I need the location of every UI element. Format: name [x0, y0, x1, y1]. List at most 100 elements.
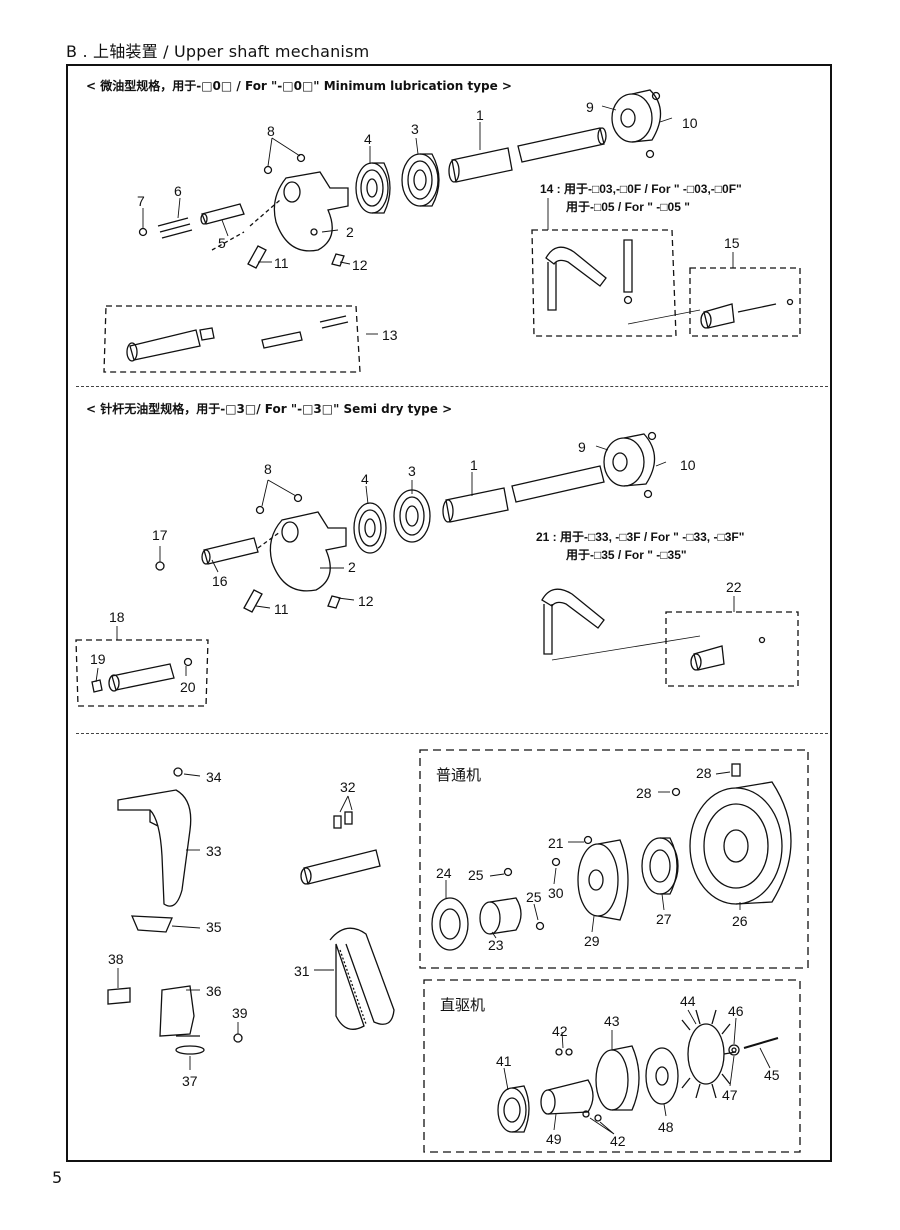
section-title-direct-drive: 直驱机 — [440, 996, 485, 1014]
part-label: 26 — [732, 913, 748, 929]
part-label: 32 — [340, 779, 356, 795]
note-part-21-line1: 21 : 用于-□33, -□3F / For " -□33, -□3F" — [536, 530, 744, 544]
assembly-group-14 — [531, 229, 677, 337]
shaft-part-32 — [300, 811, 381, 885]
disc-part-48 — [645, 1047, 679, 1105]
part-label: 21 — [548, 835, 564, 851]
part-label: 16 — [212, 573, 228, 589]
part-label: 24 — [436, 865, 452, 881]
crank-part-2 — [269, 511, 347, 592]
screw-part-28 — [671, 787, 681, 797]
part-label: 15 — [724, 235, 740, 251]
screw-part-25 — [535, 921, 545, 931]
collar-part-9 — [603, 431, 657, 499]
collar-part-9 — [611, 89, 662, 159]
part-label: 25 — [526, 889, 542, 905]
part-label: 28 — [696, 765, 712, 781]
screw-part-17 — [155, 561, 165, 571]
page-title: B . 上轴装置 / Upper shaft mechanism — [66, 42, 370, 61]
direct-drive-group — [423, 979, 801, 1153]
part-15-components — [700, 298, 794, 329]
note-part-14-line1: 14 : 用于-□03,-□0F / For " -□03,-□0F" — [540, 182, 742, 196]
standard-machine-group — [419, 749, 809, 969]
screw-part-25 — [503, 867, 513, 877]
bearing-part-41 — [497, 1085, 530, 1133]
screw-part-21 — [583, 835, 593, 845]
part-label: 20 — [180, 679, 196, 695]
section-title-semi-dry: < 针杆无油型规格，用于-□3□/ For "-□3□" Semi dry ty… — [86, 402, 453, 416]
part-label: 42 — [552, 1023, 568, 1039]
screw-part-12 — [331, 253, 345, 267]
part-label: 45 — [764, 1067, 780, 1083]
part-label: 46 — [728, 1003, 744, 1019]
bearing-part-4 — [355, 162, 391, 214]
part-label: 31 — [294, 963, 310, 979]
upper-shaft-part-1 — [442, 465, 605, 523]
part-label: 10 — [680, 457, 696, 473]
part-13-components — [126, 315, 349, 362]
part-label: 18 — [109, 609, 125, 625]
note-part-21-line2: 用于-□35 / For " -□35" — [565, 548, 687, 562]
part-22-components — [690, 636, 766, 671]
part-label: 33 — [206, 843, 222, 859]
part-label: 37 — [182, 1073, 198, 1089]
pulley-part-27 — [641, 837, 679, 895]
part-label: 36 — [206, 983, 222, 999]
plate-part-38 — [107, 987, 131, 1005]
part-label: 3 — [408, 463, 416, 479]
part-label: 8 — [267, 123, 275, 139]
bearing-part-3 — [401, 153, 440, 207]
bearing-part-4 — [353, 502, 387, 554]
assembly-group-18 — [75, 639, 209, 707]
collar-part-23 — [479, 897, 522, 935]
assembly-group-13 — [103, 305, 361, 373]
part-label: 22 — [726, 579, 742, 595]
bracket-part-36 — [159, 985, 200, 1037]
bracket-part-33 — [117, 789, 192, 907]
part-label: 19 — [90, 651, 106, 667]
part-label: 49 — [546, 1131, 562, 1147]
part-label: 11 — [274, 255, 289, 271]
part-label: 6 — [174, 183, 182, 199]
part-label: 42 — [610, 1133, 626, 1149]
part-label: 12 — [352, 257, 368, 273]
screw-part-8 — [296, 153, 306, 163]
part-label: 8 — [264, 461, 272, 477]
shaft-part-16 — [201, 537, 259, 565]
pulley-part-26 — [689, 781, 792, 905]
part-label: 48 — [658, 1119, 674, 1135]
bearing-part-3 — [393, 489, 431, 543]
diagram-frame — [66, 64, 832, 1162]
part-label: 17 — [152, 527, 168, 543]
washer-part-47 — [731, 1047, 737, 1053]
screw-part-42 — [565, 1048, 573, 1056]
part-label: 39 — [232, 1005, 248, 1021]
part-label: 4 — [364, 131, 372, 147]
timing-pulley-part-29 — [577, 839, 629, 921]
screw-part-30 — [551, 857, 561, 867]
part-label: 34 — [206, 769, 222, 785]
part-14-components — [545, 239, 633, 311]
screw-part-42 — [555, 1048, 563, 1056]
part-label: 1 — [476, 107, 484, 123]
part-label: 11 — [274, 601, 289, 617]
screw-part-8 — [293, 493, 303, 503]
screw-part-42 — [594, 1114, 602, 1122]
part-label: 1 — [470, 457, 478, 473]
part-label: 13 — [382, 327, 398, 343]
upper-shaft-part-1 — [448, 127, 607, 183]
timing-belt-part-31 — [329, 927, 395, 1030]
part-label: 12 — [358, 593, 374, 609]
part-label: 23 — [488, 937, 504, 953]
part-label: 47 — [722, 1087, 738, 1103]
section-divider — [76, 386, 828, 387]
part-label: 29 — [584, 933, 600, 949]
part-label: 9 — [586, 99, 594, 115]
screw-part-11 — [247, 245, 267, 269]
screw-part-8 — [255, 505, 265, 515]
screw-part-28 — [731, 763, 741, 777]
screw-part-34 — [173, 767, 183, 777]
assembly-group-22 — [665, 611, 799, 687]
section-divider — [76, 733, 828, 734]
